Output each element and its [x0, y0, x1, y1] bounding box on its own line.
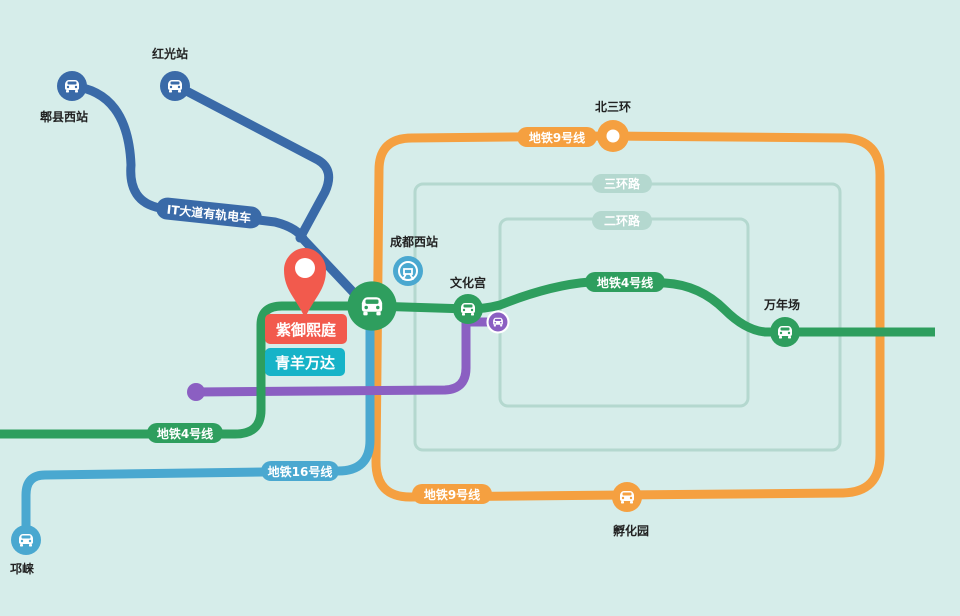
station-name-wannianchang: 万年场: [763, 297, 800, 312]
train-station-icon: [402, 268, 414, 280]
station-name-beisanhuan: 北三环: [595, 99, 631, 114]
station-wenhuagong[interactable]: [453, 294, 483, 324]
location-pin-icon[interactable]: [284, 248, 326, 318]
station-wannianchang[interactable]: [770, 317, 800, 347]
metro4-left-label[interactable]: 地铁4号线: [157, 426, 213, 441]
purple-line[interactable]: [191, 317, 503, 397]
station-name-fuhuayuan: 孵化园: [613, 523, 649, 538]
station-hongguang[interactable]: [160, 71, 190, 101]
station-beisanhuan[interactable]: [597, 120, 629, 152]
station-chengdu-west[interactable]: [393, 256, 423, 286]
metro-line-4[interactable]: [0, 277, 935, 439]
metro16-label[interactable]: 地铁16号线: [268, 464, 333, 479]
second-ring-label: 二环路: [604, 213, 641, 228]
tram-branch[interactable]: [170, 80, 334, 243]
station-qionglai[interactable]: [11, 525, 41, 555]
station-interchange-main[interactable]: [347, 281, 397, 331]
station-name-qionglai: 邛崃: [10, 561, 34, 576]
callout-secondary-box[interactable]: [265, 348, 345, 376]
metro9-bottom-label[interactable]: 地铁9号线: [424, 487, 480, 502]
metro4-center-label[interactable]: 地铁4号线: [597, 275, 653, 290]
second-ring-road: [498, 217, 750, 408]
station-name-hongguang: 红光站: [152, 46, 188, 61]
metro-line-9[interactable]: [371, 131, 885, 502]
callout-secondary[interactable]: 青羊万达: [275, 354, 335, 372]
station-name-chengdu-west: 成都西站: [390, 234, 438, 249]
purple-line-terminal[interactable]: [187, 383, 205, 401]
station-purple-transfer[interactable]: [486, 310, 510, 334]
tram-line[interactable]: [67, 81, 375, 315]
callout-primary[interactable]: 紫御熙庭: [276, 321, 337, 339]
third-ring-label: 三环路: [604, 176, 641, 191]
metro9-top-label[interactable]: 地铁9号线: [529, 130, 585, 145]
metro-line-16[interactable]: [21, 305, 375, 545]
station-name-wenhuagong: 文化宫: [450, 275, 486, 290]
station-name-pixian-west: 郫县西站: [40, 109, 88, 124]
station-fuhuayuan[interactable]: [612, 482, 642, 512]
station-pixian-west[interactable]: [57, 71, 87, 101]
callout-primary-box[interactable]: [265, 314, 347, 344]
